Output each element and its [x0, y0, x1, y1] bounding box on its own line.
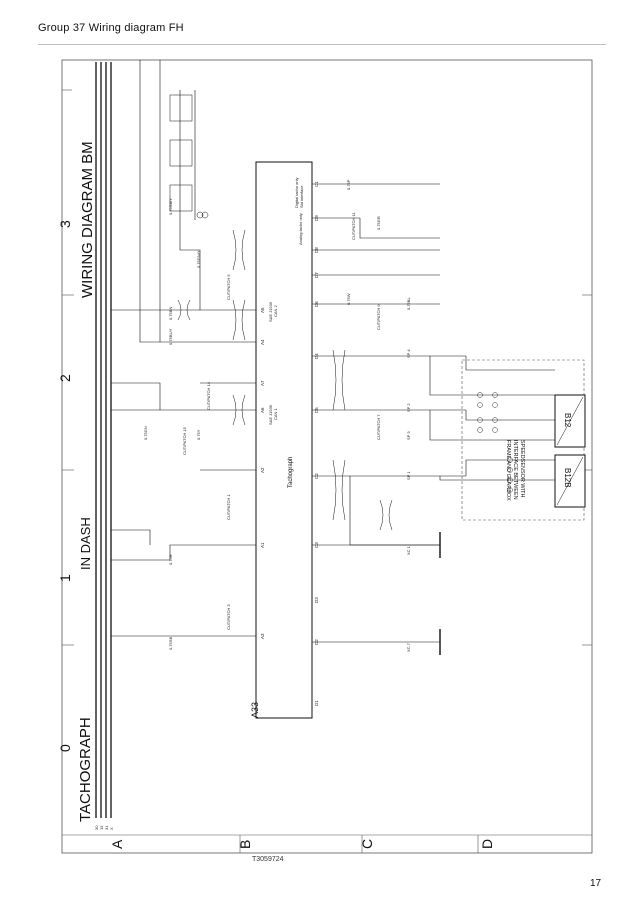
can-label-2: CAN 1 — [273, 407, 278, 420]
can-label-4: CAN 2 — [273, 304, 278, 317]
wire-label-y: 0.75Y — [196, 429, 201, 440]
pin-d4: D4 — [314, 353, 319, 359]
drawing-id: T3059724 — [252, 856, 284, 863]
pin-d1: D1 — [314, 700, 319, 706]
tachograph-unit-id: A33 — [250, 702, 260, 718]
analog-note: Analog tacho only — [298, 213, 303, 245]
pin-d6: D6 — [314, 301, 319, 307]
left-pin-stubs — [200, 309, 256, 637]
pin-a7: A7 — [260, 380, 265, 386]
cutpatch-14: CUT/PATCH 14 — [206, 381, 211, 410]
cutpatch-5: CUT/PATCH 5 — [226, 274, 231, 300]
frame-letter-a: A — [109, 839, 125, 849]
right-pin-stubs — [312, 183, 466, 643]
digital-note-1: Digital tacho only — [294, 178, 299, 208]
pin-d3: D3 — [314, 597, 319, 603]
sensor-box-label-2: INTERFACE BETWEEN — [512, 440, 518, 500]
wire-label-bl: 0.75BL — [406, 297, 411, 310]
pin-d2: D2 — [314, 639, 319, 645]
speed-sensor-b12-label: B12 — [563, 413, 572, 428]
pin-a4: A4 — [260, 339, 265, 345]
cutpatch-11: CUT/PATCH 11 — [351, 212, 356, 240]
digital-note-2: Std interface — [299, 185, 304, 208]
wire-label-bn: 0.75BN — [168, 307, 173, 320]
bus-lines — [95, 62, 112, 818]
pin-c3: C3 — [314, 542, 319, 548]
page-title: Group 37 Wiring diagram FH — [38, 22, 184, 34]
sensor-connector-pins — [477, 392, 513, 493]
pin-c2: C2 — [314, 473, 319, 479]
pin-d9: D9 — [314, 215, 319, 221]
splice-xc7: XC 7 — [406, 642, 411, 652]
sensor-box-label-1: SPEEDSENSOR WITH — [519, 440, 525, 497]
frame-number-1: 1 — [57, 574, 73, 582]
bus-label-31: 31 — [104, 825, 109, 830]
wire-label-gny: 0.75GN/Y — [196, 250, 201, 268]
sensor-box-label-3: FRAME AND GEARBOX — [505, 440, 511, 501]
splice-xc1: XC 1 — [406, 545, 411, 555]
can-label-3: SAE J1939 — [268, 301, 273, 322]
left-wiring — [111, 60, 201, 637]
bus-label-x: X — [109, 827, 114, 830]
pin-d8: D8 — [314, 247, 319, 253]
wire-label-gr: 0.75GR — [376, 216, 381, 230]
tachograph-unit-name: Tachograph — [288, 457, 294, 488]
right-wiring — [349, 218, 555, 546]
wire-label-gn: 0.75GN — [143, 426, 148, 440]
section-title-in-dash: IN DASH — [78, 517, 93, 570]
frame-number-0: 0 — [57, 744, 73, 752]
wire-label-sb: 0.75SB — [168, 637, 173, 650]
twisted-pair-marks — [177, 229, 393, 531]
speed-sensor-b12b-label: B12B — [563, 468, 572, 488]
drawing-frame — [61, 59, 593, 854]
frame-number-2: 2 — [57, 374, 73, 382]
bus-label-30: 30 — [94, 825, 99, 830]
bus-label-15: 15 — [99, 825, 104, 830]
pin-a2: A2 — [260, 467, 265, 473]
splice-sp1: SP 1 — [406, 471, 411, 480]
pin-a1: A1 — [260, 542, 265, 548]
pin-c1: C1 — [314, 181, 319, 187]
cutpatch-7: CUT/PATCH 7 — [376, 414, 381, 440]
bus-line-labels: 30 15 31 X — [94, 825, 114, 830]
wire-color-labels: 0.75SB 0.75R 0.75GN 0.75BL 0.75Y 0.75W 0… — [143, 179, 411, 650]
frame-letter-c: C — [359, 839, 375, 849]
wire-label-w: 0.75W — [346, 293, 351, 305]
splice-sp3: SP 3 — [406, 431, 411, 440]
wire-label-bly: 0.75BL/Y — [168, 328, 173, 345]
frame-letter-b: B — [237, 840, 253, 849]
frame-letter-d: D — [479, 839, 495, 849]
wire-label-r: 0.75R — [168, 554, 173, 565]
page-number: 17 — [590, 878, 602, 889]
left-pin-labels: A1 A2 A3 A4 A5 A6 A7 — [260, 307, 265, 639]
frame-number-3: 3 — [57, 220, 73, 228]
wire-label-sby: 0.75SB/Y — [168, 198, 173, 215]
pin-d5: D5 — [314, 407, 319, 413]
relay-contacts — [169, 94, 209, 219]
cutpatch-1: CUT/PATCH 1 — [226, 494, 231, 520]
pin-a3: A3 — [260, 633, 265, 639]
pin-a5: A5 — [260, 307, 265, 313]
cutpatch-tags: CUT/PATCH 1 CUT/PATCH 3 CUT/PATCH 5 CUT/… — [182, 212, 381, 630]
splice-sp4: SP 4 — [406, 349, 411, 358]
tachograph-unit — [255, 161, 313, 719]
cutpatch-9: CUT/PATCH 9 — [376, 304, 381, 330]
pin-d7: D7 — [314, 272, 319, 278]
header-divider — [38, 44, 606, 45]
wire-label-p: 0.75P — [346, 179, 351, 190]
pin-a6: A6 — [260, 407, 265, 413]
section-title-tachograph: TACHOGRAPH — [77, 717, 94, 822]
cutpatch-15: CUT/PATCH 15 — [182, 426, 187, 455]
can-label-1: SAE J1939 — [268, 404, 273, 425]
cutpatch-3: CUT/PATCH 3 — [226, 604, 231, 630]
splice-sp2: SP 2 — [406, 403, 411, 412]
right-pin-labels: D1 D2 D3 D4 D5 D6 D7 D8 D9 C1 C2 C3 — [314, 181, 319, 706]
section-title-wiring-diagram: WIRING DIAGRAM BM — [79, 141, 96, 298]
